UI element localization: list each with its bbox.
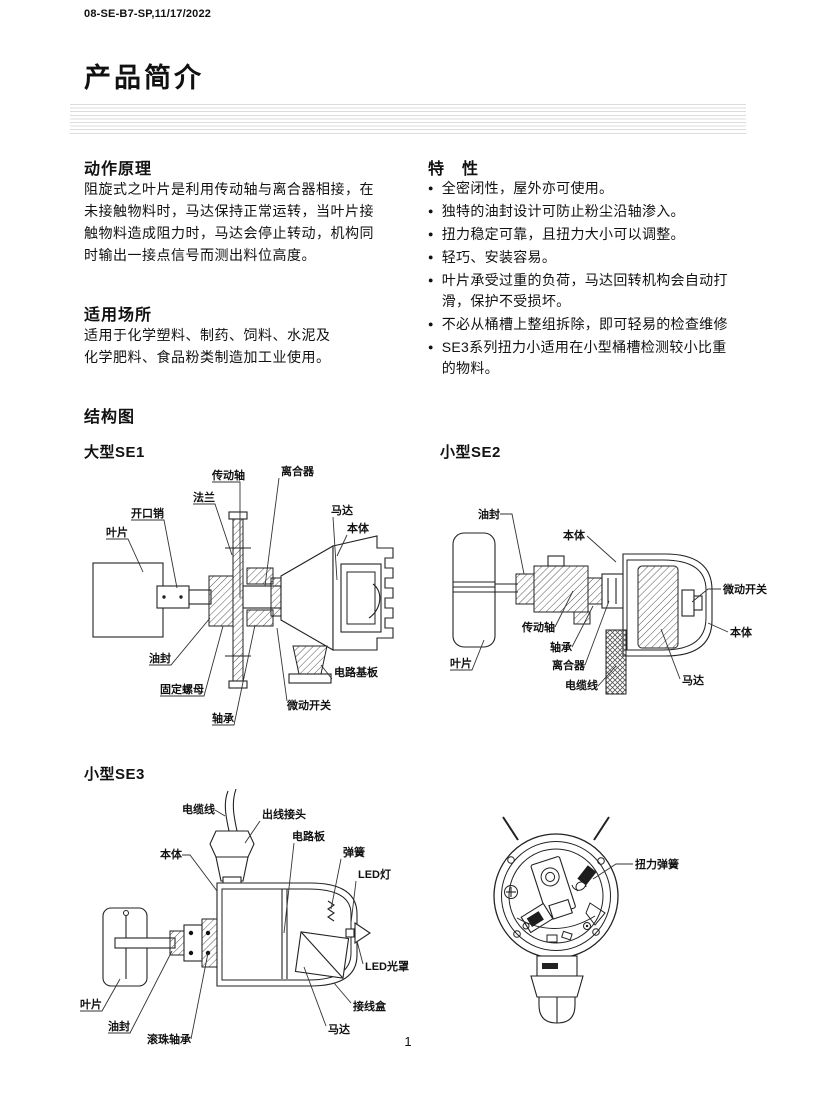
features-heading: 特 性: [428, 161, 480, 178]
label-outlet-connector: 出线接头: [262, 807, 306, 821]
se3-labels: 电缆线 出线接头 电路板 弹簧 LED灯 本体 LED光罩 接线盒 叶片 油封 …: [80, 802, 409, 1046]
label-blade: 叶片: [106, 525, 128, 539]
se1-oil-seal-part: [208, 575, 234, 627]
doc-code: 08-SE-B7-SP,11/17/2022: [84, 8, 212, 20]
feature-item: ●不必从桶槽上整组拆除，即可轻易的检查维修: [428, 314, 736, 335]
torsion-spring-part: [577, 865, 597, 886]
label-fixing-nut: 固定螺母: [160, 682, 204, 696]
se2-blade: [452, 532, 496, 648]
label-circuit-board: 电路板: [292, 829, 326, 843]
label-body: 本体: [160, 847, 183, 861]
bullet-icon: ●: [428, 206, 434, 216]
se1-cone: [280, 545, 334, 651]
label-cable: 电缆线: [182, 802, 215, 816]
se3-led-cover-part: [354, 921, 371, 945]
se1-hub: [156, 585, 190, 609]
bullet-icon: ●: [428, 342, 434, 352]
se2-cable-part: [605, 629, 627, 695]
label-drive-shaft: 传动轴: [521, 620, 555, 634]
label-oil-seal: 油封: [108, 1019, 130, 1033]
se2-oil-seal-part: [515, 573, 535, 605]
se1-title: 大型SE1: [84, 444, 145, 461]
application-heading: 适用场所: [84, 307, 153, 324]
se2-micro-switch-part: [681, 589, 695, 617]
label-ball-bearing: 滚珠轴承: [147, 1032, 192, 1046]
label-spring: 弹簧: [343, 845, 365, 859]
label-body-right: 本体: [730, 625, 753, 639]
feature-item: ●独特的油封设计可防止粉尘沿轴渗入。: [428, 201, 736, 222]
se2-labels: 油封 本体 传动轴 轴承 离合器 电缆线 叶片 微动开关 本体 马达: [450, 507, 767, 692]
se1-drawing: [92, 511, 394, 689]
label-micro-switch: 微动开关: [722, 582, 767, 596]
structure-heading: 结构图: [84, 409, 136, 426]
se3-motor-part: [294, 931, 350, 979]
label-led-cover: LED光罩: [365, 959, 409, 973]
feature-item: ●扭力稳定可靠，且扭力大小可以调整。: [428, 224, 736, 245]
bullet-icon: ●: [428, 183, 434, 193]
se2-leaders: [450, 513, 729, 687]
label-bearing: 轴承: [550, 640, 573, 654]
label-circuit-board: 电路基板: [334, 665, 379, 679]
se3-shaft: [114, 937, 176, 949]
label-oil-seal: 油封: [149, 651, 171, 665]
label-micro-switch: 微动开关: [286, 698, 331, 712]
principle-heading: 动作原理: [84, 161, 153, 178]
label-blade: 叶片: [80, 997, 102, 1011]
label-drive-shaft: 传动轴: [211, 468, 245, 482]
se1-diagram: 传动轴 法兰 开口销 叶片 离合器 马达 本体 油封 固定螺母 轴承 电路基板 …: [92, 464, 394, 726]
se2-shaft-housing: [533, 565, 589, 613]
feature-item: ●叶片承受过重的负荷，马达回转机构会自动打滑，保护不受损坏。: [428, 270, 736, 312]
bullet-icon: ●: [428, 319, 434, 329]
label-junction-box: 接线盒: [353, 999, 387, 1013]
label-flange: 法兰: [193, 490, 215, 504]
se1-flange-part: [232, 517, 244, 683]
label-oil-seal: 油封: [478, 507, 500, 521]
label-led-lamp: LED灯: [358, 867, 391, 881]
feature-item: ●轻巧、安装容易。: [428, 247, 736, 268]
label-motor: 马达: [682, 673, 704, 687]
se2-bearing-part: [587, 577, 603, 605]
label-torsion-spring: 扭力弹簧: [635, 857, 679, 871]
se3-led-part: [345, 928, 355, 938]
se2-clutch-part: [601, 573, 625, 609]
application-body: 适用于化学塑料、制药、饲料、水泥及 化学肥料、食品粉类制造加工业使用。: [84, 327, 331, 365]
bullet-icon: ●: [428, 252, 434, 262]
se1-blade: [92, 562, 164, 638]
se2-motor-part: [637, 565, 679, 649]
se3-leaders: [80, 809, 364, 1040]
se1-conduit: [292, 645, 328, 675]
bullet-icon: ●: [428, 275, 434, 285]
se3-drawing: [102, 788, 371, 987]
se2-diagram: 油封 本体 传动轴 轴承 离合器 电缆线 叶片 微动开关 本体 马达: [450, 507, 767, 695]
label-clutch: 离合器: [552, 658, 586, 672]
page-title: 产品简介: [84, 63, 204, 93]
se2-drawing: [452, 532, 713, 695]
principle-body: 阻旋式之叶片是利用传动轴与离合器相接，在 未接触物料时，马达保持正常运转，当叶片…: [84, 181, 374, 263]
features-list: ●全密闭性，屋外亦可使用。 ●独特的油封设计可防止粉尘沿轴渗入。 ●扭力稳定可靠…: [428, 178, 736, 381]
label-motor: 马达: [328, 1022, 350, 1036]
se2-title: 小型SE2: [440, 444, 501, 461]
label-body: 本体: [563, 528, 586, 542]
se1-leaders: [106, 477, 348, 726]
se1-motor-part: [340, 563, 382, 633]
torsion-spring-view: 扭力弹簧: [493, 816, 679, 1024]
feature-item: ●SE3系列扭力小适用在小型桶槽检测较小比重的物料。: [428, 337, 736, 379]
label-body: 本体: [347, 521, 370, 535]
se1-labels: 传动轴 法兰 开口销 叶片 离合器 马达 本体 油封 固定螺母 轴承 电路基板 …: [106, 464, 379, 725]
se1-bearing-part: [246, 609, 274, 627]
label-motor: 马达: [331, 503, 353, 517]
label-bearing: 轴承: [212, 711, 235, 725]
se3-spring-part: [327, 900, 335, 922]
bullet-icon: ●: [428, 229, 434, 239]
se3-cable-gland: [209, 830, 255, 858]
page-number: 1: [404, 1034, 412, 1049]
title-rule-band: [70, 104, 746, 135]
label-cotter-pin: 开口销: [131, 506, 164, 520]
label-cable: 电缆线: [565, 678, 598, 692]
se3-diagram: 电缆线 出线接头 电路板 弹簧 LED灯 本体 LED光罩 接线盒 叶片 油封 …: [80, 788, 679, 1046]
label-clutch: 离合器: [281, 464, 315, 478]
se3-title: 小型SE3: [84, 766, 145, 783]
feature-item: ●全密闭性，屋外亦可使用。: [428, 178, 736, 199]
label-blade: 叶片: [450, 656, 472, 670]
